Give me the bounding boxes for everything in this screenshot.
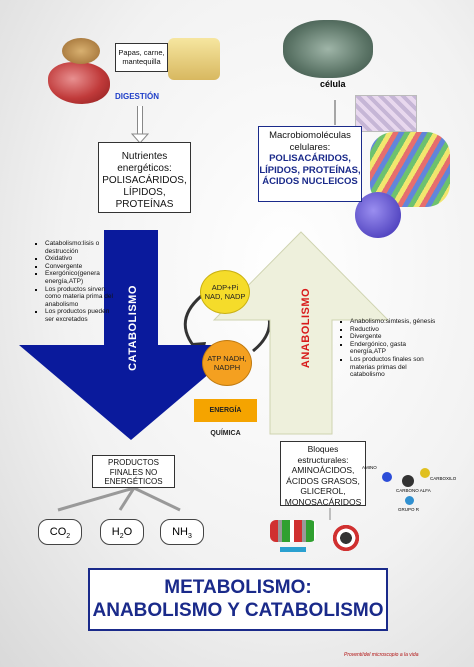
cell-image bbox=[283, 20, 373, 78]
catabolismo-feature: Oxidativo bbox=[45, 255, 117, 263]
catabolismo-arrow bbox=[19, 230, 243, 440]
product-nh3: NH3 bbox=[160, 519, 204, 545]
catabolismo-label: CATABOLISMO bbox=[126, 285, 139, 371]
product-formula: NH bbox=[172, 526, 188, 538]
title-line-1: METABOLISMO: bbox=[164, 577, 312, 598]
catabolismo-feature: Catabolismo:lisis o destrucción bbox=[45, 240, 117, 255]
catabolismo-feature: Convergente bbox=[45, 263, 117, 271]
cell-label: célula bbox=[320, 79, 346, 89]
title-box: METABOLISMO: ANABOLISMO Y CATABOLISMO bbox=[88, 568, 388, 631]
aminoacid-label: CARBONO ALFA bbox=[396, 488, 431, 493]
productos-finales-text: PRODUCTOS FINALES NO ENERGÉTICOS bbox=[104, 458, 163, 486]
potato-image bbox=[62, 38, 100, 64]
aminoacid-diagram: AMINO CARBOXILO CARBONO ALFA GRUPO R bbox=[362, 458, 456, 518]
atom-n bbox=[382, 472, 392, 482]
adp-circle: ADP+Pi NAD, NADP bbox=[200, 270, 250, 314]
bloques-items: AMINOÁCIDOS, ÁCIDOS GRASOS, GLICEROL, MO… bbox=[284, 465, 362, 507]
macro-items: POLISACÁRIDOS, LÍPIDOS, PROTEÍNAS, ÁCIDO… bbox=[259, 153, 361, 187]
molecule-label bbox=[280, 547, 306, 552]
product-co2: CO2 bbox=[38, 519, 82, 545]
catabolismo-feature: Exergónico(genera energía,ATP) bbox=[45, 270, 117, 285]
butter-image bbox=[168, 38, 220, 80]
anabolismo-feature: Los productos finales son materias prima… bbox=[350, 356, 442, 379]
energia-box: ENERGÍA QUÍMICA bbox=[194, 399, 257, 437]
atp-circle: ATP NADH, NADPH bbox=[202, 340, 252, 386]
product-formula-suffix: O bbox=[123, 526, 133, 538]
aminoacid-label: GRUPO R bbox=[398, 507, 420, 512]
atom-center bbox=[402, 475, 414, 487]
product-formula: CO bbox=[49, 526, 67, 538]
cycle-arrow-left bbox=[183, 291, 206, 352]
catabolismo-features: Catabolismo:lisis o destrucción Oxidativ… bbox=[35, 240, 117, 324]
bloques-box: Bloques estructurales: AMINOÁCIDOS, ÁCID… bbox=[280, 441, 366, 507]
protein-image bbox=[355, 192, 401, 238]
footer-credit: Proventi/del microscopio a la vida bbox=[344, 652, 419, 658]
anabolismo-arrow bbox=[212, 231, 390, 435]
product-subscript: 2 bbox=[66, 533, 71, 541]
molecule-model-2 bbox=[330, 522, 370, 554]
adp-circle-text: ADP+Pi NAD, NADP bbox=[204, 283, 246, 301]
product-h2o: H2O bbox=[100, 519, 144, 545]
anabolismo-feature: Divergente bbox=[350, 333, 442, 341]
anabolismo-feature: Reductivo bbox=[350, 326, 442, 334]
tissue-image bbox=[355, 95, 417, 132]
anabolismo-label: ANABOLISMO bbox=[300, 287, 313, 369]
productos-finales-box: PRODUCTOS FINALES NO ENERGÉTICOS bbox=[92, 455, 175, 488]
anabolismo-feature: Anabolismo:simtesis, génesis bbox=[350, 318, 442, 326]
molecule-model-1 bbox=[270, 520, 316, 542]
nutrientes-items: POLISACÁRIDOS, LÍPIDOS, PROTEÍNAS bbox=[102, 175, 187, 210]
meat-image bbox=[48, 62, 110, 104]
title-line-2: ANABOLISMO Y CATABOLISMO bbox=[92, 600, 384, 621]
food-box: Papas, carne, mantequilla bbox=[115, 43, 168, 72]
atp-circle-text: ATP NADH, NADPH bbox=[207, 354, 247, 372]
nutrientes-box: Nutrientes energéticos: POLISACÁRIDOS, L… bbox=[98, 142, 191, 213]
product-formula: H bbox=[111, 526, 120, 538]
macro-box: Macrobiomoléculas celulares: POLISACÁRID… bbox=[258, 126, 362, 202]
catabolismo-feature: Los productos pueden ser excretados bbox=[45, 308, 117, 323]
aminoacid-label: AMINO bbox=[362, 465, 377, 470]
macro-title: Macrobiomoléculas celulares: bbox=[269, 130, 351, 153]
atom-c bbox=[420, 468, 430, 478]
atom-r bbox=[405, 496, 414, 505]
catabolismo-feature: Los productos sirven como materia prima … bbox=[45, 286, 117, 309]
anabolismo-feature: Endergónico, gasta energía,ATP bbox=[350, 341, 442, 356]
product-subscript: 2 bbox=[119, 533, 124, 541]
aminoacid-label: CARBOXILO bbox=[430, 476, 457, 481]
anabolismo-features: Anabolismo:simtesis, génesis Reductivo D… bbox=[340, 318, 442, 379]
food-box-text: Papas, carne, mantequilla bbox=[118, 48, 165, 66]
digestion-arrow-head bbox=[130, 133, 150, 144]
nutrientes-title: Nutrientes energéticos: bbox=[117, 151, 172, 174]
digestion-label: DIGESTIÓN bbox=[115, 92, 160, 101]
product-subscript: 3 bbox=[187, 533, 192, 541]
bloques-title: Bloques estructurales: bbox=[297, 444, 349, 465]
